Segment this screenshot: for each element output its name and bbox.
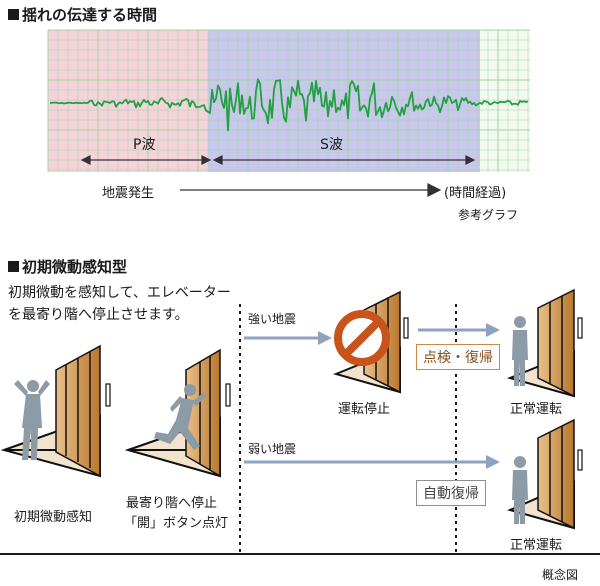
s-wave-arrow bbox=[212, 155, 476, 165]
description-line-1: 初期微動を感知して、エレベーター bbox=[8, 285, 231, 301]
person-standing-icon-top bbox=[512, 316, 528, 386]
p-wave-arrow bbox=[80, 155, 212, 165]
elevator-door-4 bbox=[506, 288, 583, 398]
concept-diagram-label: 概念図 bbox=[542, 568, 579, 582]
grid-lines bbox=[47, 29, 530, 172]
p-wave-label: P波 bbox=[133, 137, 156, 153]
square-bullet-icon bbox=[8, 9, 19, 20]
person-startled-icon bbox=[14, 380, 50, 460]
person-standing-icon-bottom bbox=[512, 456, 528, 524]
earthquake-origin-label: 地震発生 bbox=[102, 186, 155, 201]
normal-operation-label-bottom: 正常運転 bbox=[510, 538, 563, 553]
normal-operation-label-top: 正常運転 bbox=[510, 402, 563, 417]
initial-tremor-label: 初期微動感知 bbox=[14, 510, 93, 525]
section-title-detection-type: 初期微動感知型 bbox=[8, 256, 127, 277]
operation-stop-label: 運転停止 bbox=[338, 402, 391, 417]
auto-restore-badge: 自動復帰 bbox=[416, 480, 486, 506]
s-wave-label: S波 bbox=[320, 137, 343, 153]
strong-quake-label: 強い地震 bbox=[248, 312, 297, 326]
time-elapsed-label: (時間経過) bbox=[444, 186, 507, 201]
inspect-restore-badge: 点検・復帰 bbox=[416, 344, 500, 370]
elevator-door-1 bbox=[0, 344, 111, 478]
prohibited-stop-icon bbox=[334, 310, 390, 366]
elevator-button-panel-2 bbox=[225, 383, 231, 407]
open-button-lit-label: 「開」ボタン点灯 bbox=[124, 516, 229, 531]
weak-quake-label: 弱い地震 bbox=[248, 442, 297, 456]
elevator-button-panel-1 bbox=[105, 383, 111, 407]
strong-quake-arrow bbox=[244, 331, 332, 345]
inspect-arrow bbox=[418, 323, 500, 337]
person-running-icon bbox=[154, 384, 206, 450]
weak-quake-arrow bbox=[244, 455, 500, 469]
description-line-2: を最寄り階へ停止させます。 bbox=[8, 307, 189, 323]
section-title-wave-time: 揺れの伝達する時間 bbox=[8, 4, 157, 25]
square-bullet-icon bbox=[8, 261, 19, 272]
reference-graph-label: 参考グラフ bbox=[458, 208, 519, 222]
elevator-door-5 bbox=[507, 418, 583, 530]
timeline-arrow bbox=[180, 183, 442, 197]
seismic-waveform bbox=[49, 78, 529, 132]
elevator-door-2 bbox=[124, 348, 231, 478]
nearest-floor-stop-label: 最寄り階へ停止 bbox=[126, 496, 218, 511]
